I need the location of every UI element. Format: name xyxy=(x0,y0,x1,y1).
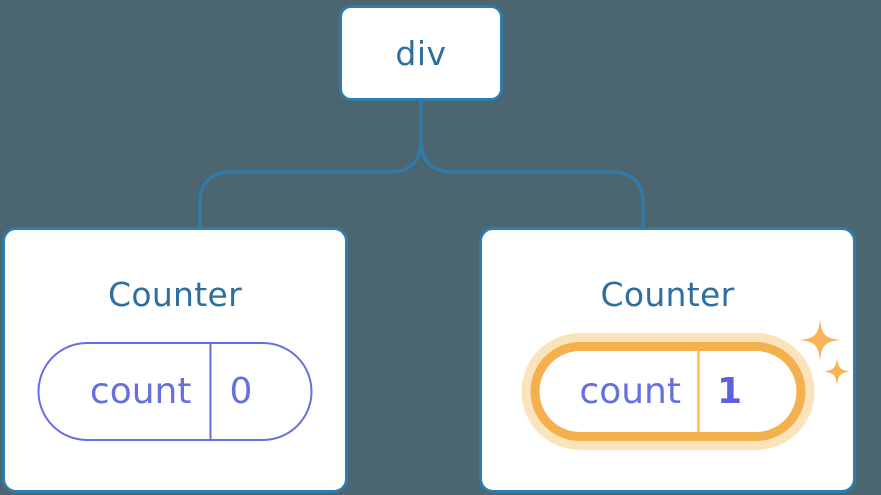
component-card-title: Counter xyxy=(600,275,735,314)
state-pill[interactable]: count 0 xyxy=(37,342,313,441)
state-pill-highlighted[interactable]: count 1 xyxy=(530,342,805,441)
state-pill-wrapper: count 0 xyxy=(37,342,313,441)
component-card-counter-right[interactable]: Counter count 1 xyxy=(479,227,856,493)
state-pill-wrapper: count 1 xyxy=(530,342,805,441)
component-card-counter-left[interactable]: Counter count 0 xyxy=(2,227,348,493)
state-pill-value: 1 xyxy=(717,370,743,412)
tree-node-root[interactable]: div xyxy=(339,5,503,101)
state-pill-key: count xyxy=(539,351,699,432)
state-pill-key: count xyxy=(40,344,212,439)
connector-left-branch xyxy=(198,98,423,231)
connector-right-branch xyxy=(419,98,645,231)
state-pill-value: 0 xyxy=(229,370,253,412)
component-card-title: Counter xyxy=(108,275,242,314)
tree-node-root-label: div xyxy=(395,33,447,73)
